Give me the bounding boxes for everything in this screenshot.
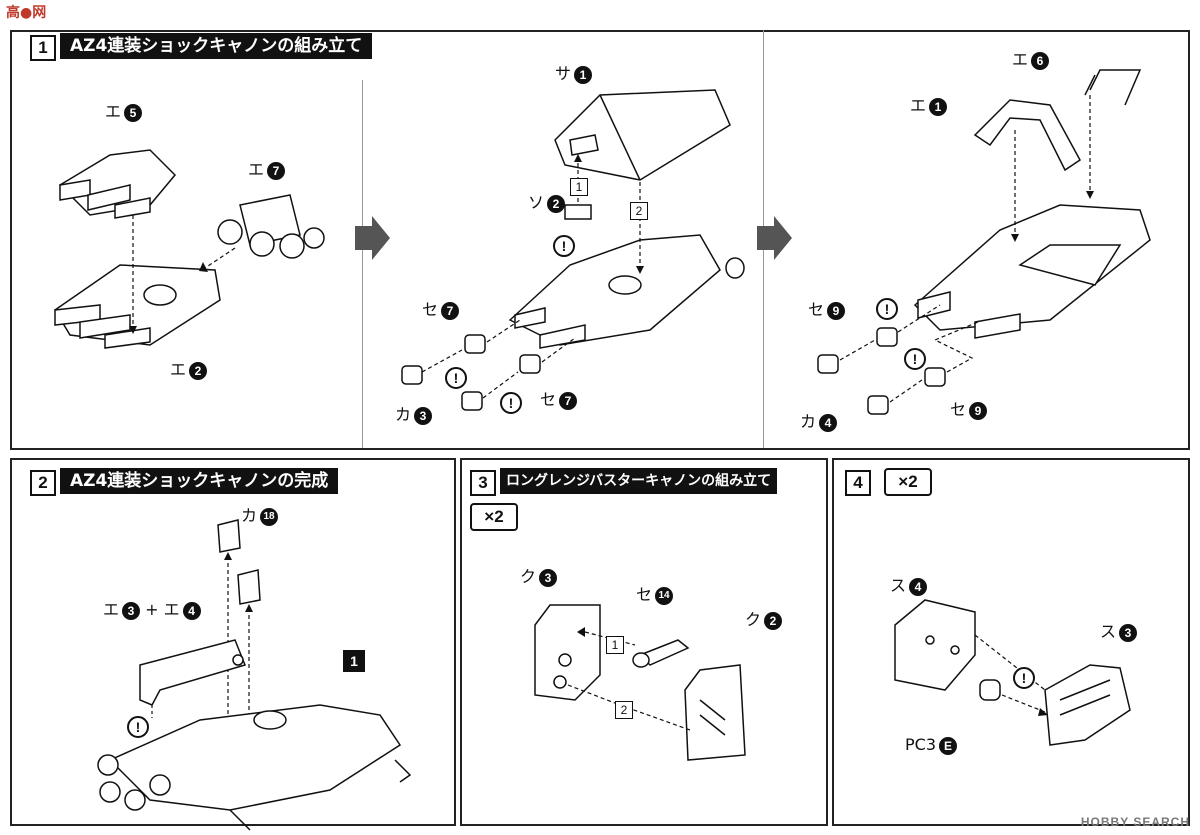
- sub-step-1: 1: [606, 636, 624, 654]
- step1-number: 1: [30, 35, 56, 61]
- warning-icon: !: [127, 716, 149, 738]
- step3-title: ロングレンジバスターキャノンの組み立て: [500, 468, 778, 494]
- part-se7-caps: [464, 334, 541, 374]
- warning-icon: !: [553, 235, 575, 257]
- part-e1-handle: [973, 99, 1081, 172]
- part-e2-base: [53, 264, 221, 349]
- part-assembly-c: [913, 204, 1151, 339]
- process-arrow-icon: [757, 216, 792, 260]
- sub-step-2: 2: [615, 701, 633, 719]
- warning-icon: !: [445, 367, 467, 389]
- part-final-cannon: [97, 704, 412, 831]
- sub-step-2: 2: [630, 202, 648, 220]
- part-su4-block: [894, 599, 976, 691]
- step2-number: 2: [30, 470, 56, 496]
- part-e3e4-plate: [139, 639, 247, 706]
- multiplier-x2: ×2: [884, 468, 932, 496]
- warning-icon: !: [500, 392, 522, 414]
- part-ku2-plate: [684, 664, 746, 761]
- part-se9-caps: [876, 327, 946, 387]
- step1-divider-a: [362, 80, 363, 448]
- step1-title: AZ4連装ショックキャノンの組み立て: [60, 33, 373, 59]
- step3-number: 3: [470, 470, 496, 496]
- part-sa1-cover: [554, 89, 731, 181]
- warning-icon: !: [876, 298, 898, 320]
- part-e5-barrels: [58, 149, 177, 219]
- step4-number: 4: [845, 470, 871, 496]
- process-arrow-icon: [355, 216, 390, 260]
- part-ka3-caps: [401, 365, 483, 411]
- part-pc3-cap: [979, 679, 1001, 701]
- multiplier-x2: ×2: [470, 503, 518, 531]
- part-e6-rail: [1084, 69, 1142, 106]
- step2-title: AZ4連装ショックキャノンの完成: [60, 468, 339, 494]
- part-assembly-b: [508, 234, 745, 349]
- part-ka18-pegs: [217, 519, 261, 605]
- sub-step-1: 1: [570, 178, 588, 196]
- part-se14-pin: [632, 639, 690, 668]
- watermark-logo-top: 高●网: [6, 5, 47, 21]
- warning-icon: !: [1013, 667, 1035, 689]
- step-reference-1: 1: [343, 650, 365, 672]
- part-e7-cylinders: [217, 194, 325, 259]
- part-so2-block: [564, 204, 592, 220]
- part-su3-block: [1044, 664, 1131, 746]
- watermark-logo-bottom: HOBBY SEARCH: [1080, 815, 1190, 829]
- part-ka4-caps: [817, 354, 889, 415]
- step3-panel: [460, 458, 828, 826]
- step4-panel: [832, 458, 1190, 826]
- warning-icon: !: [904, 348, 926, 370]
